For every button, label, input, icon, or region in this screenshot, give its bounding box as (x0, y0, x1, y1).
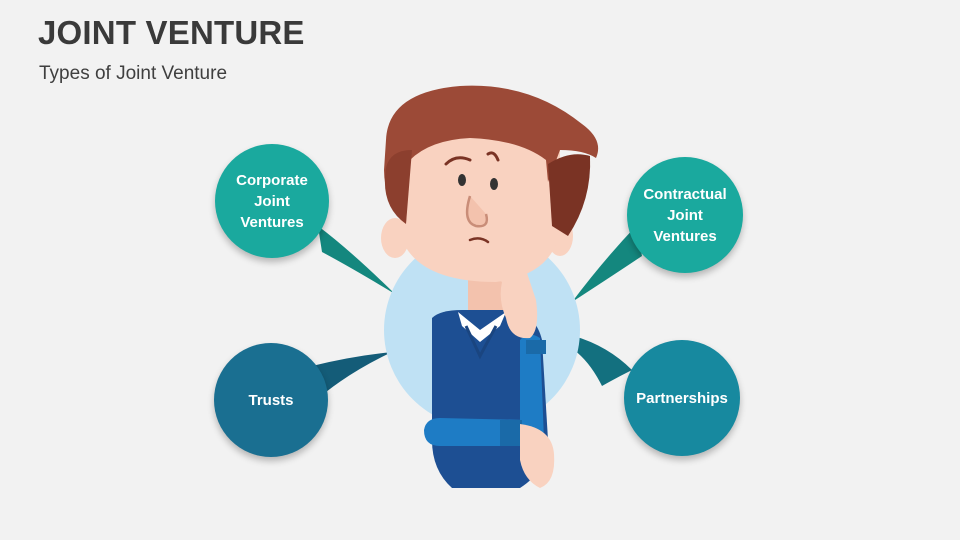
connector-contractual (572, 226, 642, 302)
connector-trusts (312, 352, 392, 392)
node-trusts: Trusts (214, 343, 328, 457)
connector-corporate (318, 226, 395, 294)
connector-partnerships (574, 336, 632, 386)
node-partnerships: Partnerships (624, 340, 740, 456)
node-label: Corporate Joint Ventures (236, 171, 308, 231)
page-subtitle: Types of Joint Venture (39, 63, 228, 84)
node-corporate-joint-ventures: Corporate Joint Ventures (215, 144, 329, 258)
node-label: Trusts (248, 391, 294, 409)
thinking-person-illustration (381, 85, 599, 488)
node-label: Partnerships (636, 389, 728, 407)
page-title: JOINT VENTURE (38, 14, 305, 51)
node-label: Contractual Joint Ventures (643, 185, 727, 245)
node-contractual-joint-ventures: Contractual Joint Ventures (627, 157, 743, 273)
